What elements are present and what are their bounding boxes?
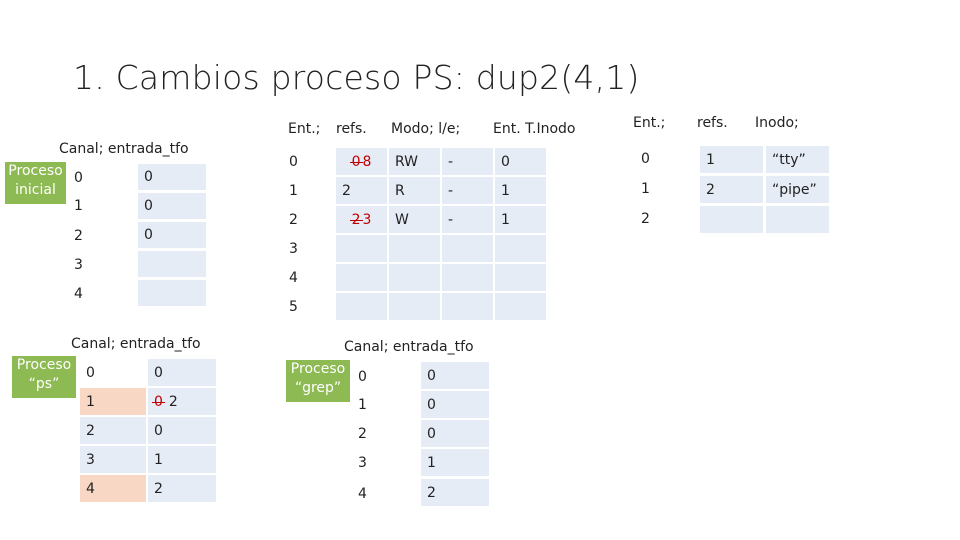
slide-title: 1. Cambios proceso PS: dup2(4,1) [73,58,640,97]
grep-process-label: Proceso “grep” [286,360,350,402]
file-refs-3 [336,235,387,262]
ps-table-header: Canal; entrada_tfo [71,336,201,352]
file-le-0: - [442,148,493,175]
ps-fd-3: 3 [80,446,146,473]
file-inodo-3 [495,235,546,262]
file-hdr-inodo: Ent. T.Inodo [493,121,576,137]
inode-ent-2: 2 [641,211,650,227]
file-ent-3: 3 [289,241,298,257]
file-le-4 [442,264,493,291]
file-refs-0-new: 8 [362,153,372,170]
file-refs-2-old: 2 [349,211,363,228]
inode-refs-0: 1 [700,146,763,173]
file-refs-4 [336,264,387,291]
file-modo-5 [389,293,440,320]
grep-fd-0: 0 [358,369,367,385]
inode-inodo-0: “tty” [766,146,829,173]
ps-val-0: 0 [148,359,216,386]
file-inodo-4 [495,264,546,291]
init-fd-4: 4 [74,286,83,302]
ps-fd-2: 2 [80,417,146,444]
file-inodo-1: 1 [495,177,546,204]
init-fd-1: 1 [74,198,83,214]
file-hdr-ent: Ent.; [288,121,321,137]
file-refs-2-new: 3 [362,211,372,228]
inode-refs-2 [700,206,763,233]
inode-inodo-1: “pipe” [766,176,829,203]
inode-inodo-2 [766,206,829,233]
file-modo-1: R [389,177,440,204]
grep-table-header: Canal; entrada_tfo [344,339,474,355]
ps-fd-1: 1 [80,388,146,415]
init-val-0: 0 [138,164,206,190]
file-modo-2: W [389,206,440,233]
ps-fd-0: 0 [86,364,95,381]
init-val-2: 0 [138,222,206,248]
ps-process-label: Proceso “ps” [12,356,76,398]
grep-val-0: 0 [421,362,489,389]
ps-val-4: 2 [148,475,216,502]
ps-val-1-new: 2 [168,393,178,410]
inode-hdr-ent: Ent.; [633,115,666,131]
file-refs-0-old: 0 [349,153,363,170]
grep-val-1: 0 [421,391,489,418]
file-modo-0: RW [389,148,440,175]
file-refs-1: 2 [336,177,387,204]
file-inodo-5 [495,293,546,320]
file-hdr-modo: Modo; l/e; [391,121,461,137]
init-val-3 [138,251,206,277]
grep-val-3: 1 [421,449,489,476]
init-fd-3: 3 [74,257,83,273]
grep-fd-2: 2 [358,426,367,442]
file-ent-5: 5 [289,299,298,315]
grep-val-2: 0 [421,420,489,447]
ps-val-2: 0 [148,417,216,444]
file-ent-1: 1 [289,183,298,199]
init-fd-2: 2 [74,228,83,244]
inode-hdr-refs: refs. [697,115,728,131]
file-le-2: - [442,206,493,233]
file-ent-4: 4 [289,270,298,286]
file-ent-2: 2 [289,212,298,228]
grep-fd-1: 1 [358,397,367,413]
inode-refs-1: 2 [700,176,763,203]
file-le-1: - [442,177,493,204]
file-refs-0: 0 8 [336,148,387,175]
init-val-4 [138,280,206,306]
ps-fd-4: 4 [80,475,146,502]
grep-fd-3: 3 [358,455,367,471]
ps-val-1: 0 2 [148,388,216,415]
init-process-label: Proceso inicial [5,162,66,204]
file-modo-3 [389,235,440,262]
file-refs-2: 2 3 [336,206,387,233]
grep-fd-4: 4 [358,486,367,502]
inode-ent-0: 0 [641,151,650,167]
file-inodo-2: 1 [495,206,546,233]
file-modo-4 [389,264,440,291]
init-val-1: 0 [138,193,206,219]
init-fd-0: 0 [74,170,83,186]
inode-hdr-inodo: Inodo; [755,115,799,131]
file-ent-0: 0 [289,154,298,170]
grep-val-4: 2 [421,479,489,506]
file-inodo-0: 0 [495,148,546,175]
init-table-header: Canal; entrada_tfo [59,141,189,157]
file-hdr-refs: refs. [336,121,367,137]
file-le-3 [442,235,493,262]
file-le-5 [442,293,493,320]
inode-ent-1: 1 [641,181,650,197]
file-refs-5 [336,293,387,320]
ps-val-1-old: 0 [152,393,165,410]
ps-val-3: 1 [148,446,216,473]
